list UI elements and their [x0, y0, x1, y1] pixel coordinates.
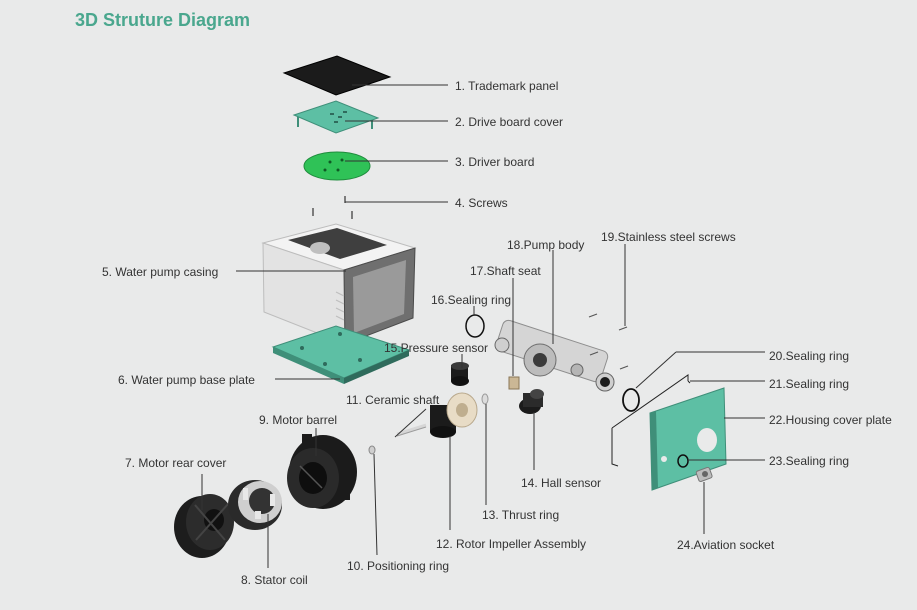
motor-barrel [287, 434, 357, 509]
driver-board [303, 151, 371, 181]
pump-body [494, 319, 615, 392]
sealing-ring-21 [611, 374, 691, 467]
label-thrust-ring: 13. Thrust ring [482, 508, 560, 522]
housing-cover-plate [649, 387, 727, 491]
label-hall-sensor: 14. Hall sensor [521, 476, 602, 490]
label-trademark-panel: 1. Trademark panel [455, 79, 559, 93]
label-water-pump-casing: 5. Water pump casing [102, 265, 219, 279]
leader-lines [201, 84, 765, 568]
pressure-sensor [451, 362, 469, 386]
screws [312, 196, 353, 219]
thrust-ring [481, 393, 489, 405]
label-water-pump-base-plate: 6. Water pump base plate [118, 373, 255, 387]
drive-board-cover [292, 100, 380, 134]
label-drive-board-cover: 2. Drive board cover [455, 115, 564, 129]
label-sealing-ring-21: 21.Sealing ring [769, 377, 850, 391]
label-sealing-ring-20: 20.Sealing ring [769, 349, 850, 363]
label-sealing-ring-16: 16.Sealing ring [431, 293, 512, 307]
shaft-seat [508, 376, 520, 390]
trademark-panel [282, 55, 392, 96]
label-pump-body: 18.Pump body [507, 238, 585, 252]
label-aviation-socket: 24.Aviation socket [677, 538, 775, 552]
water-pump-base-plate [271, 325, 411, 384]
label-shaft-seat: 17.Shaft seat [470, 264, 541, 278]
hall-sensor [519, 389, 544, 414]
stator-coil [228, 480, 282, 530]
stainless-steel-screws [588, 313, 629, 370]
label-pressure-sensor: 15.Pressure sensor [384, 341, 489, 355]
label-ceramic-shaft: 11. Ceramic shaft [346, 393, 440, 407]
ceramic-shaft [396, 423, 427, 437]
rotor-impeller-assembly [430, 392, 478, 438]
label-screws: 4. Screws [455, 196, 508, 210]
water-pump-casing [261, 223, 417, 345]
page-title: 3D Struture Diagram [75, 10, 251, 30]
label-motor-rear-cover: 7. Motor rear cover [125, 456, 227, 470]
label-stainless-steel-screws: 19.Stainless steel screws [601, 230, 736, 244]
sealing-ring-20 [622, 388, 640, 412]
label-driver-board: 3. Driver board [455, 155, 535, 169]
sealing-ring-16 [465, 314, 485, 338]
aviation-socket [695, 466, 713, 482]
label-sealing-ring-23: 23.Sealing ring [769, 454, 850, 468]
positioning-ring [368, 445, 376, 455]
label-stator-coil: 8. Stator coil [241, 573, 308, 587]
sealing-ring-23 [677, 454, 689, 468]
label-motor-barrel: 9. Motor barrel [259, 413, 338, 427]
motor-rear-cover [174, 494, 234, 558]
label-housing-cover-plate: 22.Housing cover plate [769, 413, 892, 427]
label-rotor-impeller-assembly: 12. Rotor Impeller Assembly [436, 537, 587, 551]
label-positioning-ring: 10. Positioning ring [347, 559, 450, 573]
